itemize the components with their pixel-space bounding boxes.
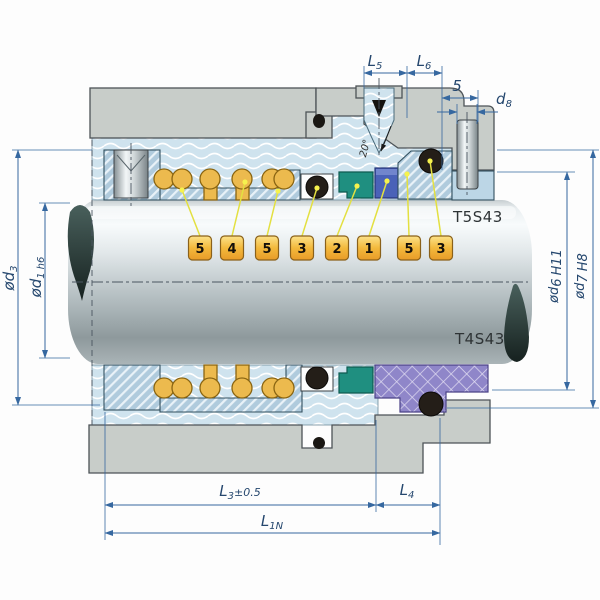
set-screw — [113, 143, 149, 206]
leader-dots — [179, 158, 433, 194]
dim-label-od6: ød6H11 — [547, 249, 565, 304]
spring-set-lower — [153, 364, 295, 399]
spring-coil — [171, 168, 193, 190]
spring-coil — [171, 377, 193, 399]
callout-number: 4 — [227, 242, 236, 257]
dim-label-od1: ød1h6 — [27, 257, 47, 299]
callout-badges: 5 4 5 3 2 1 5 3 — [187, 235, 454, 261]
port-angle-label: 20° — [358, 138, 373, 158]
spring-coil — [231, 377, 253, 399]
angle-leader-arrow — [380, 125, 392, 152]
callout-number: 5 — [195, 242, 204, 257]
flush-port: 20° — [355, 78, 403, 158]
spring-coil — [199, 168, 221, 190]
dim-label-L4: L4 — [400, 481, 415, 501]
callout-badge-8: 3 — [428, 235, 454, 261]
leader-line — [406, 173, 410, 237]
dim-label-od3: ød3 — [0, 265, 20, 291]
leader-line — [181, 189, 201, 237]
dimensions: ød3 ød1h6 ød6H11 ød7H8 L5 L6 5 d8 — [0, 52, 599, 545]
leader-dot — [427, 158, 433, 164]
dim-label-L6: L6 — [417, 52, 432, 72]
callout-number: 1 — [364, 242, 373, 257]
leader-line — [368, 180, 388, 237]
housing-gasket-lower — [313, 437, 325, 449]
seal-type-label-lower: T4S43 — [454, 330, 505, 348]
callout-leaders — [181, 160, 442, 237]
leader-line — [336, 185, 358, 237]
seat-oring-lower — [418, 391, 444, 417]
callout-number: 5 — [404, 242, 413, 257]
callout-number: 2 — [332, 242, 341, 257]
anti-rotation-pin — [456, 112, 479, 195]
leader-dot — [275, 188, 281, 194]
leader-dot — [404, 171, 410, 177]
spring-coil — [153, 377, 175, 399]
callout-badge-1: 5 — [187, 235, 213, 261]
dim-label-L3: L3±0.5 — [219, 482, 260, 502]
leader-dot — [314, 185, 320, 191]
dim-label-pin-offset: 5 — [452, 77, 462, 95]
dim-label-L1N: L1N — [261, 512, 284, 532]
shaft-right-end-shadow — [504, 283, 529, 362]
callout-badge-3: 5 — [254, 235, 280, 261]
shaft-highlight — [86, 206, 516, 219]
seal-type-label-upper: T5S43 — [452, 208, 503, 226]
leader-line — [231, 181, 246, 237]
leader-dot — [384, 178, 390, 184]
leader-line — [301, 187, 318, 237]
spring-coil — [231, 168, 253, 190]
callout-badge-7: 5 — [396, 235, 422, 261]
spring-coil — [273, 377, 295, 399]
callout-badge-6: 1 — [356, 235, 382, 261]
spring-set-upper — [153, 168, 295, 201]
callout-number: 5 — [262, 242, 271, 257]
shaft-left-end-shadow — [67, 205, 94, 301]
leader-line — [429, 160, 442, 237]
dim-label-od7: ød7H8 — [573, 253, 591, 300]
callout-badge-4: 3 — [289, 235, 315, 261]
leader-line — [266, 190, 279, 237]
oring-lower — [305, 366, 329, 390]
dim-label-L5: L5 — [368, 52, 383, 72]
leader-dot — [179, 187, 185, 193]
seal-face-green-lower — [338, 366, 374, 394]
callout-badge-2: 4 — [219, 235, 245, 261]
callout-number: 3 — [297, 242, 306, 257]
pump-housing-lower — [88, 399, 491, 474]
spring-coil — [273, 168, 295, 190]
callout-number: 3 — [436, 242, 445, 257]
spring-coil — [153, 168, 175, 190]
stationary-seat-lower — [374, 364, 489, 413]
seal-face-blue-highlight — [376, 169, 397, 175]
housing-gasket-upper — [313, 114, 325, 128]
leader-dot — [242, 179, 248, 185]
callout-badge-5: 2 — [324, 235, 350, 261]
leader-dot — [354, 183, 360, 189]
drive-collar-lower — [103, 364, 161, 411]
dim-label-d8: d8 — [496, 90, 512, 110]
pump-housing-upper — [89, 87, 317, 139]
spring-coil — [199, 377, 221, 399]
